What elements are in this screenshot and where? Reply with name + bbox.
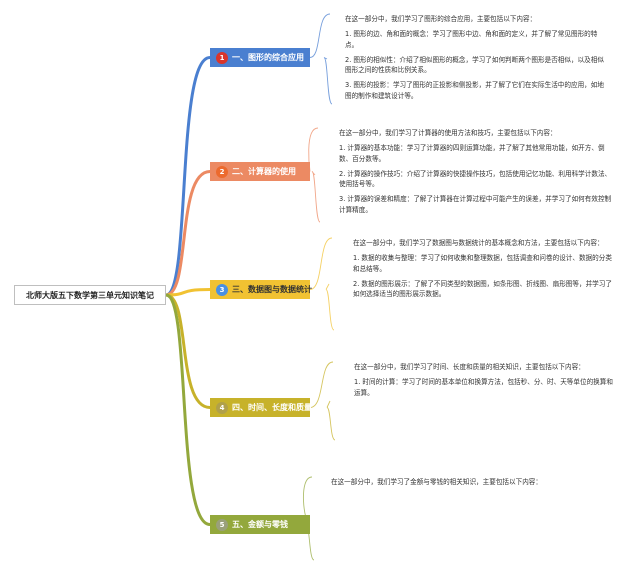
note-point: 3. 计算器的误差和精度：了解了计算器在计算过程中可能产生的误差，并学习了如何有… bbox=[339, 195, 612, 215]
priority-5-icon: 5 bbox=[216, 518, 228, 531]
priority-2-icon: 2 bbox=[216, 165, 228, 178]
topic-to-notes-link bbox=[309, 361, 336, 441]
note-point: 1. 数据的收集与整理：学习了如何收集和整理数据，包括调查和问卷的设计、数据的分… bbox=[353, 254, 612, 273]
notes-intro: 在这一部分中，我们学习了图形的综合应用，主要包括以下内容： bbox=[345, 15, 537, 23]
notes-money: 在这一部分中，我们学习了金额与零钱的相关知识，主要包括以下内容： bbox=[331, 477, 611, 492]
notes-intro: 在这一部分中，我们学习了数据图与数据统计的基本概念和方法，主要包括以下内容： bbox=[353, 239, 604, 247]
root-title: 北师大版五下数学第三单元知识笔记 bbox=[26, 290, 154, 300]
priority-3-icon: 3 bbox=[216, 283, 228, 296]
root-to-topic-link bbox=[165, 288, 211, 297]
notes-calculator: 在这一部分中，我们学习了计算器的使用方法和技巧，主要包括以下内容： 1. 计算器… bbox=[339, 128, 614, 220]
topic-title: 二、计算器的使用 bbox=[232, 167, 296, 176]
topic-node-time-length-mass[interactable]: 4 四、时间、长度和质量 bbox=[210, 398, 312, 417]
notes-intro: 在这一部分中，我们学习了时间、长度和质量的相关知识，主要包括以下内容： bbox=[354, 363, 585, 371]
root-node[interactable]: 北师大版五下数学第三单元知识笔记 bbox=[14, 285, 166, 305]
notes-time-length-mass: 在这一部分中，我们学习了时间、长度和质量的相关知识，主要包括以下内容： 1. 时… bbox=[354, 362, 614, 403]
notes-graphics: 在这一部分中，我们学习了图形的综合应用，主要包括以下内容： 1. 图形的边、角和… bbox=[345, 14, 605, 106]
root-to-topic-link bbox=[165, 170, 211, 297]
topic-title: 三、数据图与数据统计 bbox=[232, 285, 312, 294]
root-to-topic-link bbox=[165, 293, 211, 526]
notes-data-statistics: 在这一部分中，我们学习了数据图与数据统计的基本概念和方法，主要包括以下内容： 1… bbox=[353, 238, 613, 304]
note-point: 1. 图形的边、角和面的概念：学习了图形中边、角和面的定义，并了解了常见图形的特… bbox=[345, 30, 598, 49]
topic-node-data-statistics[interactable]: 3 三、数据图与数据统计 bbox=[210, 280, 312, 299]
note-point: 1. 时间的计算：学习了时间的基本单位和换算方法，包括秒、分、时、天等单位的换算… bbox=[354, 378, 613, 397]
topic-title: 四、时间、长度和质量 bbox=[232, 403, 312, 412]
topic-node-graphics[interactable]: 1 一、图形的综合应用 bbox=[210, 48, 310, 67]
topic-title: 五、金额与零钱 bbox=[232, 520, 288, 529]
root-to-topic-link bbox=[165, 293, 211, 409]
priority-4-icon: 4 bbox=[216, 401, 228, 414]
note-point: 2. 计算器的操作技巧：介绍了计算器的快捷操作技巧，包括使用记忆功能、利用科学计… bbox=[339, 169, 612, 189]
note-point: 1. 计算器的基本功能：学习了计算器的四则运算功能，并了解了其他常用功能，如开方… bbox=[339, 144, 605, 163]
topic-to-notes-link bbox=[308, 127, 321, 223]
notes-intro: 在这一部分中，我们学习了计算器的使用方法和技巧，主要包括以下内容： bbox=[339, 129, 557, 137]
note-point: 2. 数据的图形展示：了解了不同类型的数据图，如条形图、折线图、扇形图等，并学习… bbox=[353, 279, 612, 299]
root-to-topic-link bbox=[165, 56, 211, 297]
note-point: 3. 图形的投影：学习了图形的正投影和侧投影，并了解了它们在实际生活中的应用，如… bbox=[345, 81, 604, 101]
topic-node-money[interactable]: 5 五、金额与零钱 bbox=[210, 515, 310, 534]
priority-1-icon: 1 bbox=[216, 51, 228, 64]
topic-node-calculator[interactable]: 2 二、计算器的使用 bbox=[210, 162, 310, 181]
topic-to-notes-link bbox=[309, 13, 333, 105]
note-point: 2. 图形的相似性：介绍了相似图形的概念，学习了如何判断两个图形是否相似，以及相… bbox=[345, 55, 604, 75]
topic-to-notes-link bbox=[309, 237, 335, 331]
notes-intro: 在这一部分中，我们学习了金额与零钱的相关知识，主要包括以下内容： bbox=[331, 478, 542, 486]
topic-title: 一、图形的综合应用 bbox=[232, 53, 304, 62]
